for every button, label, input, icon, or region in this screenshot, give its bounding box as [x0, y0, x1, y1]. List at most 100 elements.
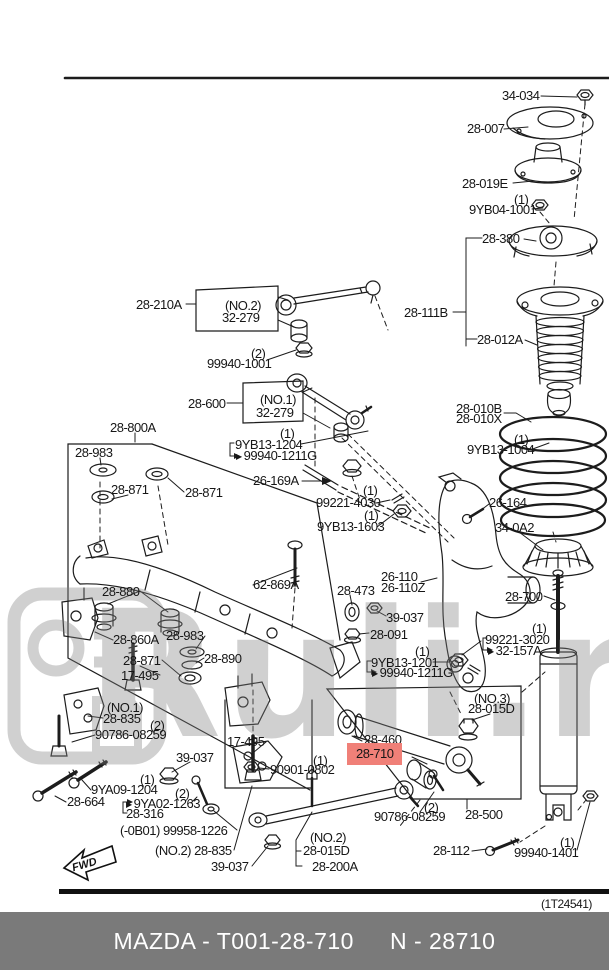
- part-label-28-871: 28-871: [185, 485, 223, 500]
- part-label-no-1: (NO.1): [260, 392, 297, 407]
- part-label-28-700: 28-700: [505, 589, 543, 604]
- part-label-9ya09-1204: 9YA09-1204: [91, 782, 158, 797]
- part-label-28-010x: 28-010X: [456, 411, 502, 426]
- nut-90901-0802-drawing: [243, 761, 260, 773]
- part-label-28-710: 28-710: [347, 743, 403, 765]
- part-label-99221-4030: 99221-4030: [316, 495, 381, 510]
- mount-28-019E-drawing: [514, 142, 582, 184]
- dashed-lines: [99, 103, 587, 843]
- part-label-26-164: 26-164: [489, 495, 527, 510]
- reference-arrow-icon: ▶: [488, 647, 494, 656]
- part-label-99940-1401: 99940-1401: [514, 845, 579, 860]
- knuckle-26-110-drawing: [437, 472, 541, 693]
- washer-28-871-left-drawing: [91, 490, 115, 504]
- part-label-28-880: 28-880: [102, 584, 140, 599]
- part-label-28-007: 28-007: [467, 121, 505, 136]
- part-label-no-3: (NO.3): [474, 691, 511, 706]
- part-label-28-983: 28-983: [166, 628, 204, 643]
- reference-arrow-icon: ▶: [236, 452, 242, 461]
- part-label-28-380: 28-380: [482, 231, 520, 246]
- washer-28-871-right-drawing: [145, 467, 169, 481]
- reference-arrow-icon: ▶: [372, 669, 378, 678]
- shock-28-700-drawing: [539, 569, 578, 821]
- part-label-28-983: 28-983: [75, 445, 113, 460]
- part-label-90786-08259: 90786-08259: [95, 727, 167, 742]
- part-label-no-2: (NO.2): [310, 830, 347, 845]
- part-label-28-835: 28-835: [103, 711, 141, 726]
- part-label-28-600: 28-600: [188, 396, 226, 411]
- part-label-28-460: 28-460: [364, 732, 402, 747]
- part-label-28-871: 28-871: [111, 482, 149, 497]
- part-label-99940-1211g: ▶99940-1211G: [372, 665, 453, 680]
- part-label-28-664: 28-664: [67, 794, 105, 809]
- part-label-28-860a: 28-860A: [113, 632, 159, 647]
- part-label-28-015d: 28-015D: [468, 701, 515, 716]
- part-label-9yb13-1204: 9YB13-1204: [235, 437, 303, 452]
- part-label-32-279: 32-279: [256, 405, 294, 420]
- bolt-90786-08259-right-drawing: [428, 769, 445, 792]
- part-label-39-037: 39-037: [386, 610, 424, 625]
- part-label-9ya02-1263: ▶9YA02-1263: [126, 796, 200, 811]
- part-label-1: (1): [140, 772, 155, 787]
- nut-9YB13-1603-drawing: [392, 504, 412, 518]
- part-label-9yb04-1001: 9YB04-1001: [469, 202, 537, 217]
- part-label-32-157a: ▶32-157A: [488, 643, 542, 658]
- part-label-28-091: 28-091: [370, 627, 408, 642]
- part-label-1: (1): [415, 644, 430, 659]
- nut-39-037-bottom-drawing: [263, 834, 282, 850]
- stabilizer-bar-26-169A-drawing: [302, 464, 433, 535]
- spring-seat-28-007-drawing: [506, 106, 594, 140]
- part-label-28-010b: 28-010B: [456, 401, 502, 416]
- part-label-28-111b: 28-111B: [404, 305, 448, 320]
- footer-catalog-number: N - 28710: [389, 927, 496, 954]
- part-label-90786-08259: 90786-08259: [374, 809, 446, 824]
- nut-99940-1401-drawing: [582, 790, 599, 802]
- reference-brackets: [122, 442, 493, 867]
- nut-99940-1001-drawing: [295, 342, 313, 358]
- part-label-28-890: 28-890: [204, 651, 242, 666]
- bracket-90901-plate-drawing: [232, 740, 283, 784]
- part-label-28-019e: 28-019E: [462, 176, 508, 191]
- part-label-28-200a: 28-200A: [312, 859, 358, 874]
- part-label-1: (1): [280, 426, 295, 441]
- part-label-32-279: 32-279: [222, 310, 260, 325]
- stabilizer-link-no1-drawing: [286, 373, 373, 443]
- coil-spring-drawing: [498, 415, 608, 538]
- part-label-2: (2): [150, 718, 165, 733]
- part-label-28-015d: 28-015D: [303, 843, 350, 858]
- part-label-17-495: 17-495: [121, 668, 159, 683]
- part-label-0b01-99958-1226: (-0B01) 99958-1226: [120, 823, 228, 838]
- part-label-1: (1): [514, 432, 529, 447]
- nut-99221-3020-drawing: [449, 653, 481, 675]
- part-label-26-110: 26-110: [381, 569, 418, 584]
- part-label-1: (1): [532, 621, 547, 636]
- fwd-arrow: [62, 844, 117, 882]
- part-label-28-800a: 28-800A: [110, 420, 156, 435]
- bolt-17-495-left-drawing: [124, 642, 142, 691]
- part-label-90901-0802: 90901-0802: [270, 762, 335, 777]
- washer-28-983-top-drawing: [89, 463, 117, 477]
- subframe-28-800A-drawing: [72, 535, 361, 680]
- footer-part-code: MAZDA - T001-28-710: [113, 927, 354, 954]
- part-label-1: (1): [363, 483, 378, 498]
- part-label-28-012a: 28-012A: [477, 332, 523, 347]
- bolt-28-112-drawing: [484, 837, 520, 857]
- reference-arrow-icon: ▶: [126, 800, 132, 809]
- part-label-1: (1): [364, 508, 379, 523]
- part-label-34-0a2: 34-0A2: [495, 520, 534, 535]
- nut-39-037-left-drawing: [159, 767, 179, 785]
- bolt-9YA02-1263-drawing: [191, 775, 220, 815]
- nut-9YB04-1001-drawing: [531, 199, 549, 211]
- part-label-99940-1001: 99940-1001: [207, 356, 272, 371]
- bolt-90786-08259-left-drawing: [50, 714, 68, 757]
- footer-bar: MAZDA - T001-28-710 N - 28710: [0, 912, 609, 970]
- part-label-28-871: 28-871: [123, 653, 161, 668]
- part-label-9yb13-1201: 9YB13-1201: [371, 655, 439, 670]
- part-label-28-316: 28-316: [126, 806, 164, 821]
- part-label-2: (2): [175, 786, 190, 801]
- leader-lines: [54, 95, 591, 867]
- part-label-26-110z: 26-110Z: [381, 580, 425, 595]
- part-label-9yb13-1603: 9YB13-1603: [317, 519, 385, 534]
- seat-34-0A2-drawing: [522, 538, 594, 577]
